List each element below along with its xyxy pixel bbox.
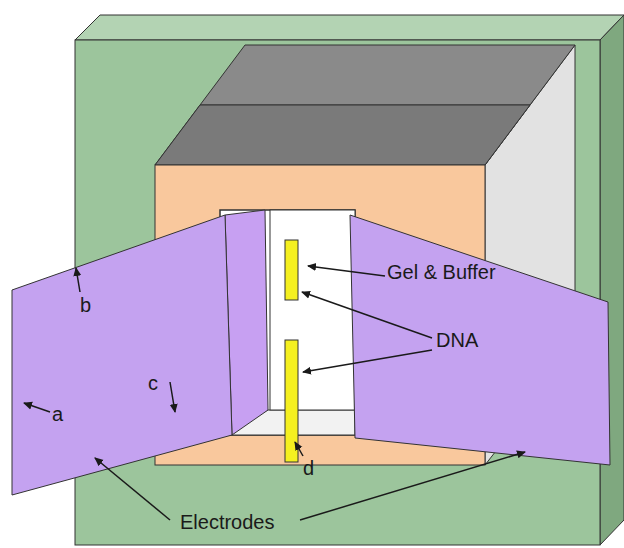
- component-label: Gel & Buffer: [387, 262, 496, 282]
- part-letter: b: [80, 295, 91, 315]
- part-letter: c: [148, 373, 158, 393]
- part-letter: d: [303, 458, 314, 478]
- component-label: DNA: [436, 330, 478, 350]
- component-label: Electrodes: [180, 512, 275, 532]
- part-letter: a: [52, 404, 63, 424]
